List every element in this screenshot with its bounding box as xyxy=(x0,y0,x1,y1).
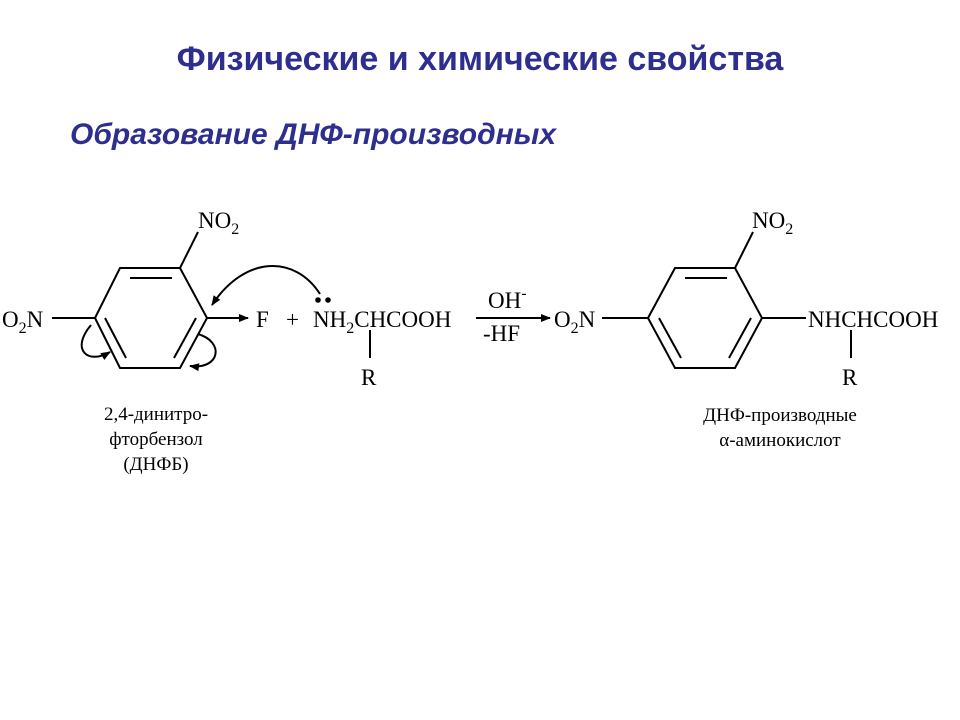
condition-below-label: -HF xyxy=(483,321,520,346)
page-title: Физические и химические свойства xyxy=(176,40,784,78)
reactant-no2-bond xyxy=(179,231,199,269)
plus-sign: + xyxy=(286,307,299,332)
reactant-benzene-ring xyxy=(93,267,209,369)
product-caption-line-2: α-аминокислот xyxy=(719,430,841,451)
reactant-caption-line-2: фторбензол xyxy=(109,429,203,450)
amino-acid-side-chain-label: R xyxy=(361,365,377,390)
product-no2-label: NO2 xyxy=(752,208,793,238)
lone-pair-dot-2 xyxy=(325,297,331,303)
ring-electron-shift-arrow-right xyxy=(189,333,217,372)
page-subtitle: Образование ДНФ-производных xyxy=(70,118,557,151)
lone-pair-dot-1 xyxy=(315,297,321,303)
ring-electron-shift-arrow-left xyxy=(80,324,111,361)
reactant-o2n-label: O2N xyxy=(2,307,44,337)
product-benzene-ring xyxy=(646,267,764,369)
product-no2-bond xyxy=(734,231,754,269)
leaving-group-label: F xyxy=(256,307,269,332)
product-caption-line-1: ДНФ-производные xyxy=(703,405,857,426)
product-o2n-label: O2N xyxy=(554,307,596,337)
amino-acid-label: NH2CHCOOH xyxy=(313,307,451,337)
condition-above-label: OH- xyxy=(488,285,527,313)
reactant-caption-line-3: (ДНФБ) xyxy=(123,454,188,475)
nucleophilic-attack-arrow xyxy=(211,265,321,306)
product-substituent-label: NHCHCOOH xyxy=(808,307,938,332)
reactant-no2-label: NO2 xyxy=(198,208,239,238)
reactant-caption-line-1: 2,4-динитро- xyxy=(104,404,208,425)
product-side-chain-label: R xyxy=(842,365,858,390)
